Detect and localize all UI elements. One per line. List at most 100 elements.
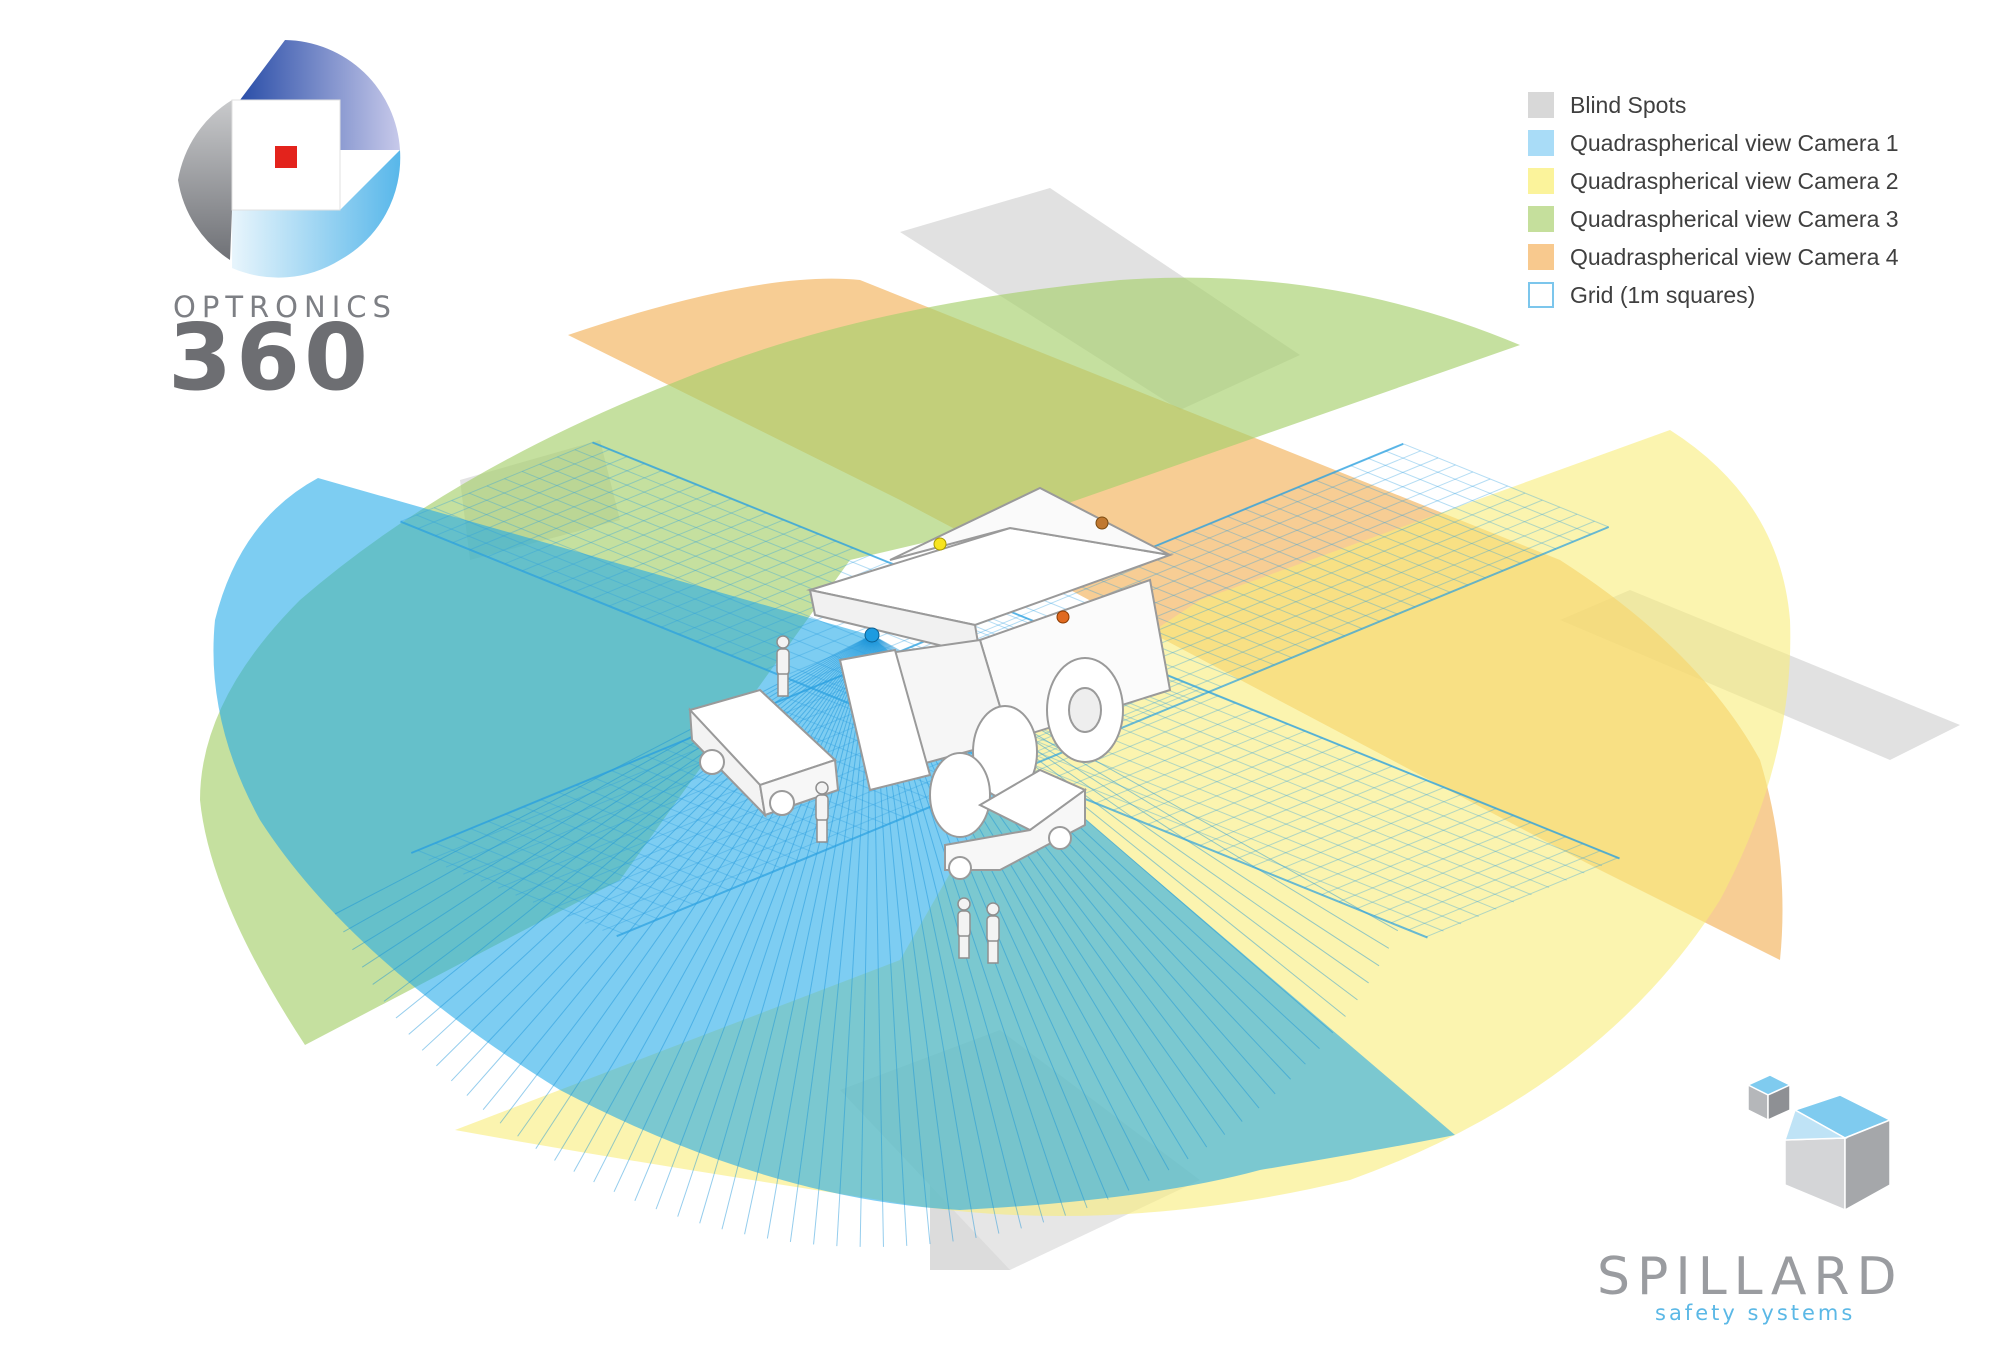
logo-red-square — [275, 146, 297, 168]
grid-line — [504, 484, 697, 565]
legend-item-blind-spots: Blind Spots — [1528, 86, 1899, 124]
grid-line — [1191, 530, 1398, 615]
grid-line — [417, 448, 611, 530]
worker-figure — [815, 781, 829, 843]
grid-line — [417, 849, 624, 935]
grid-line — [1390, 843, 1584, 924]
camera-ray — [450, 634, 873, 1082]
grid-line — [1103, 566, 1310, 651]
legend-label: Quadraspherical view Camera 2 — [1570, 167, 1899, 194]
grid-line — [661, 547, 854, 628]
camera-ray — [372, 634, 873, 985]
grid-line — [1269, 793, 1462, 875]
camera-ray — [482, 634, 873, 1110]
grid-line — [1043, 702, 1236, 783]
grid-line — [1086, 574, 1293, 659]
grid-line — [540, 799, 747, 884]
grid-line — [523, 806, 729, 891]
legend-swatch — [1528, 92, 1554, 118]
grid-line — [1217, 772, 1410, 853]
camera-ray — [408, 634, 873, 1035]
legend-swatch — [1528, 206, 1554, 232]
legend-swatch — [1528, 130, 1554, 156]
grid-line — [1321, 815, 1514, 896]
grid-line — [1025, 695, 1219, 776]
worker-figure — [776, 635, 790, 697]
camera-ray — [721, 634, 873, 1230]
camera-ray — [699, 634, 873, 1224]
camera-ray — [554, 634, 873, 1161]
camera-3-marker — [1056, 610, 1070, 624]
grid-line — [1356, 829, 1549, 910]
camera-ray — [436, 634, 873, 1067]
grid-line — [539, 498, 732, 579]
camera-ray — [655, 634, 873, 1210]
camera-ray — [634, 634, 873, 1202]
grid-line — [1373, 836, 1566, 917]
grid-line — [1332, 472, 1539, 557]
grid-line — [593, 777, 800, 862]
legend-label: Quadraspherical view Camera 3 — [1570, 205, 1899, 232]
grid-line — [611, 770, 817, 855]
grid-line — [1078, 716, 1271, 797]
grid-line — [1234, 779, 1427, 860]
grid-line — [1279, 494, 1486, 579]
camera-ray — [421, 634, 873, 1051]
legend-swatch — [1528, 244, 1554, 270]
grid-line — [1408, 850, 1601, 931]
grid-line — [400, 441, 593, 523]
grid-line — [1209, 523, 1416, 608]
grid-line — [1338, 822, 1532, 903]
grid-line — [410, 442, 1404, 854]
legend-swatch — [1528, 282, 1554, 308]
grid-line — [1262, 501, 1469, 586]
camera-ray — [573, 634, 873, 1172]
grid-line — [1165, 751, 1358, 832]
grid-line — [1251, 786, 1445, 868]
grid-line — [1286, 800, 1480, 882]
grid-line — [1297, 486, 1504, 572]
grid-line — [1227, 515, 1433, 601]
camera-4-marker — [1095, 516, 1109, 530]
workers — [776, 635, 1000, 964]
grid-line — [505, 813, 712, 898]
grid-line — [1147, 744, 1341, 825]
grid-line — [678, 554, 871, 635]
grid-line — [575, 784, 782, 869]
grid-line — [1244, 508, 1451, 593]
camera-markers — [864, 516, 1109, 643]
grid-line — [1385, 450, 1592, 535]
grid-line — [1315, 479, 1521, 564]
grid-line — [1425, 857, 1619, 938]
grid-line — [1182, 758, 1375, 839]
camera-ray — [613, 634, 873, 1193]
light-vehicle-right — [944, 768, 1087, 880]
legend: Blind Spots Quadraspherical view Camera … — [1528, 86, 1899, 314]
grid-line — [574, 512, 767, 593]
legend-item-camera-4: Quadraspherical view Camera 4 — [1528, 238, 1899, 276]
camera-ray — [466, 634, 873, 1096]
grid-line — [435, 456, 628, 537]
camera-2-marker — [933, 537, 947, 551]
grid-line — [487, 820, 694, 905]
spillard-tagline: safety systems — [1655, 1301, 1856, 1325]
legend-label: Quadraspherical view Camera 4 — [1570, 243, 1899, 270]
grid-line — [1139, 552, 1345, 637]
camera-ray — [517, 634, 873, 1137]
legend-label: Blind Spots — [1570, 91, 1687, 118]
coverage-camera-1 — [213, 478, 1455, 1210]
legend-item-camera-3: Quadraspherical view Camera 3 — [1528, 200, 1899, 238]
grid-line — [1112, 730, 1306, 811]
spillard-wordmark: SPILLARD — [1597, 1247, 1904, 1307]
worker-figure — [986, 902, 1000, 964]
spillard-cube-logo — [1746, 1074, 1892, 1212]
legend-label: Quadraspherical view Camera 1 — [1570, 129, 1899, 156]
camera-1-marker — [864, 627, 880, 643]
legend-item-camera-2: Quadraspherical view Camera 2 — [1528, 162, 1899, 200]
camera-ray — [744, 634, 873, 1235]
grid-line — [1367, 457, 1574, 542]
grid-line — [469, 470, 663, 551]
haul-truck — [806, 486, 1174, 838]
optronics-logo — [178, 40, 401, 278]
